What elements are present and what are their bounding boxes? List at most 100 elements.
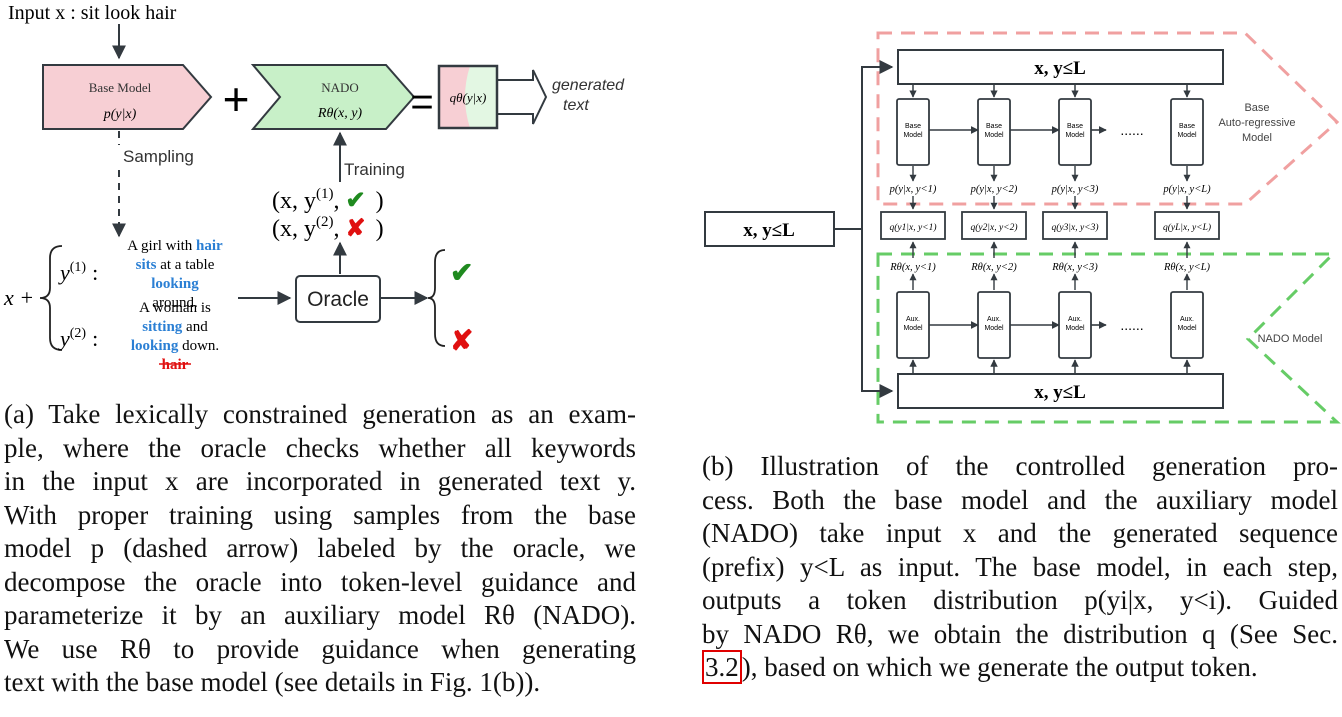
caption-b-line-last: 3.2), based on which we generate the out… — [702, 650, 1338, 685]
caption-a-line: (a) Take lexically constrained generatio… — [4, 399, 636, 429]
q-block — [880, 211, 946, 240]
q-label: q(y3|x, y<3) — [1052, 222, 1099, 233]
missing-keyword: hair — [162, 357, 189, 373]
aux-block-label: Aux. — [1180, 316, 1194, 323]
base-region-line2: Auto-regressive — [1218, 117, 1295, 129]
sample-1-line: sits at a table — [136, 257, 215, 273]
panel-a: Input x : sit look hair Base Model p(y|x… — [3, 2, 625, 373]
caption-b-line: cess. Both the base model and the auxili… — [702, 484, 1338, 515]
base-model-block — [896, 98, 930, 166]
left-to-bottom-arrow — [861, 229, 894, 398]
p-label: p(y|x, y<2) — [970, 184, 1018, 195]
base-model-box — [42, 64, 213, 130]
aux-block-label: Model — [984, 325, 1004, 332]
aux-ellipsis: ...... — [1120, 317, 1143, 333]
base-model-title: Base Model — [89, 80, 152, 95]
x-plus: x + — [3, 285, 34, 310]
base-block-label: Base — [1179, 123, 1195, 130]
training-sample-2: (x, y(2), ✘) — [272, 214, 384, 242]
q-label: q(yL|x, y<L) — [1163, 222, 1211, 233]
result-cross: ✘ — [450, 325, 473, 356]
sample-2-line: sitting and — [142, 319, 208, 335]
generated-text-line2: text — [563, 97, 589, 114]
sample-texts: A girl with hair sits at a table looking ar… — [127, 238, 223, 373]
base-region-line1: Base — [1244, 102, 1269, 114]
sample-2-sup: (2) — [70, 326, 87, 341]
caption-b-line: (prefix) y<L as input. The base model, i… — [702, 551, 1338, 582]
caption-a-line: text with the base model (see details in… — [4, 667, 541, 697]
q-formula: qθ(y|x) — [450, 90, 487, 105]
sample-word: and — [182, 319, 208, 335]
keyword: looking — [151, 276, 199, 292]
plus-sign: + — [223, 73, 250, 125]
aux-block-label: Model — [1065, 325, 1085, 332]
p-label: p(y|x, y<1) — [889, 184, 937, 195]
p-label: p(y|x, y<L) — [1162, 184, 1211, 195]
aux-block-label: Aux. — [906, 316, 920, 323]
base-block-label: Base — [1067, 123, 1083, 130]
sample-2-label: y(2): — [58, 326, 98, 351]
caption-b-line: outputs a token distribution p(yi|x, y<i… — [702, 585, 1338, 615]
caption-b: (b) Illustration of the controlled gener… — [702, 450, 1338, 685]
r-label: Rθ(x, y<2) — [970, 262, 1017, 273]
base-block-label: Model — [984, 132, 1004, 139]
r-label: Rθ(x, y<L) — [1163, 262, 1211, 273]
training-sample-1: (x, y(1), ✔) — [272, 186, 384, 214]
section-ref-link[interactable]: 3.2 — [702, 650, 742, 684]
top-seq-box — [897, 49, 1224, 85]
caption-a-line: model p (dashed arrow) labeled by the or… — [4, 533, 636, 563]
sample-word: A girl with — [127, 238, 196, 254]
results-brace — [427, 249, 446, 347]
left-seq-label: x, y≤L — [743, 220, 795, 241]
nado-box — [250, 64, 416, 130]
sample-1-line: around. — [152, 295, 197, 311]
keyword: sitting — [142, 319, 183, 335]
sample-2-colon: : — [92, 326, 98, 351]
nado-region-label: NADO Model — [1258, 333, 1323, 345]
left-to-top-arrow — [834, 60, 894, 230]
caption-a-line: We use Rθ to provide guidance when gener… — [4, 633, 636, 664]
keyword: sits — [136, 257, 157, 273]
caption-b-line: (b) Illustration of the controlled gener… — [702, 451, 1338, 481]
oracle-label: Oracle — [307, 288, 369, 311]
base-block-label: Model — [1177, 132, 1197, 139]
caption-a-line: parameterize it by an auxiliary model Rθ… — [4, 600, 636, 630]
aux-model-block — [1170, 291, 1204, 359]
caption-b-last-rest: ), based on which we generate the output… — [741, 652, 1258, 682]
q-label: q(y1|x, y<1) — [890, 222, 937, 233]
base-model-block — [1170, 98, 1204, 166]
training-sample-1-suffix: ) — [376, 188, 384, 214]
training-sample-1-sup: (1) — [316, 186, 334, 202]
aux-block-label: Model — [1177, 325, 1197, 332]
training-label: Training — [344, 160, 405, 179]
top-seq-label: x, y≤L — [1034, 58, 1086, 79]
base-block-label: Model — [1065, 132, 1085, 139]
base-ellipsis: ...... — [1120, 122, 1143, 138]
caption-a: (a) Take lexically constrained generatio… — [4, 398, 636, 700]
sample-2-line: A woman is — [139, 300, 211, 316]
sample-2-line: looking down. — [131, 338, 219, 354]
sampling-label-bg — [118, 145, 206, 167]
aux-block-label: Aux. — [987, 316, 1001, 323]
sample-1-y: y — [58, 260, 70, 285]
p-label: p(y|x, y<3) — [1051, 184, 1099, 195]
sample-word: down. — [178, 338, 219, 354]
aux-block-label: Model — [903, 325, 923, 332]
keyword: hair — [196, 238, 223, 254]
training-sample-1-check: ✔ — [346, 187, 366, 214]
sample-1-colon: : — [92, 260, 98, 285]
bottom-seq-label: x, y≤L — [1034, 382, 1086, 403]
training-sample-1-prefix: (x, y — [272, 188, 316, 214]
q-label: q(y2|x, y<2) — [971, 222, 1018, 233]
training-sample-2-sup: (2) — [316, 214, 334, 230]
caption-a-line: in the input x are incorporated in gener… — [4, 466, 636, 496]
base-region — [876, 31, 1340, 206]
caption-a-line: ple, where the oracle checks whether all… — [4, 432, 636, 463]
equals-sign: = — [410, 80, 433, 124]
sample-word: at a table — [156, 257, 214, 273]
sampling-label: Sampling — [123, 147, 194, 166]
q-box — [437, 64, 499, 130]
oracle-box — [295, 275, 381, 323]
